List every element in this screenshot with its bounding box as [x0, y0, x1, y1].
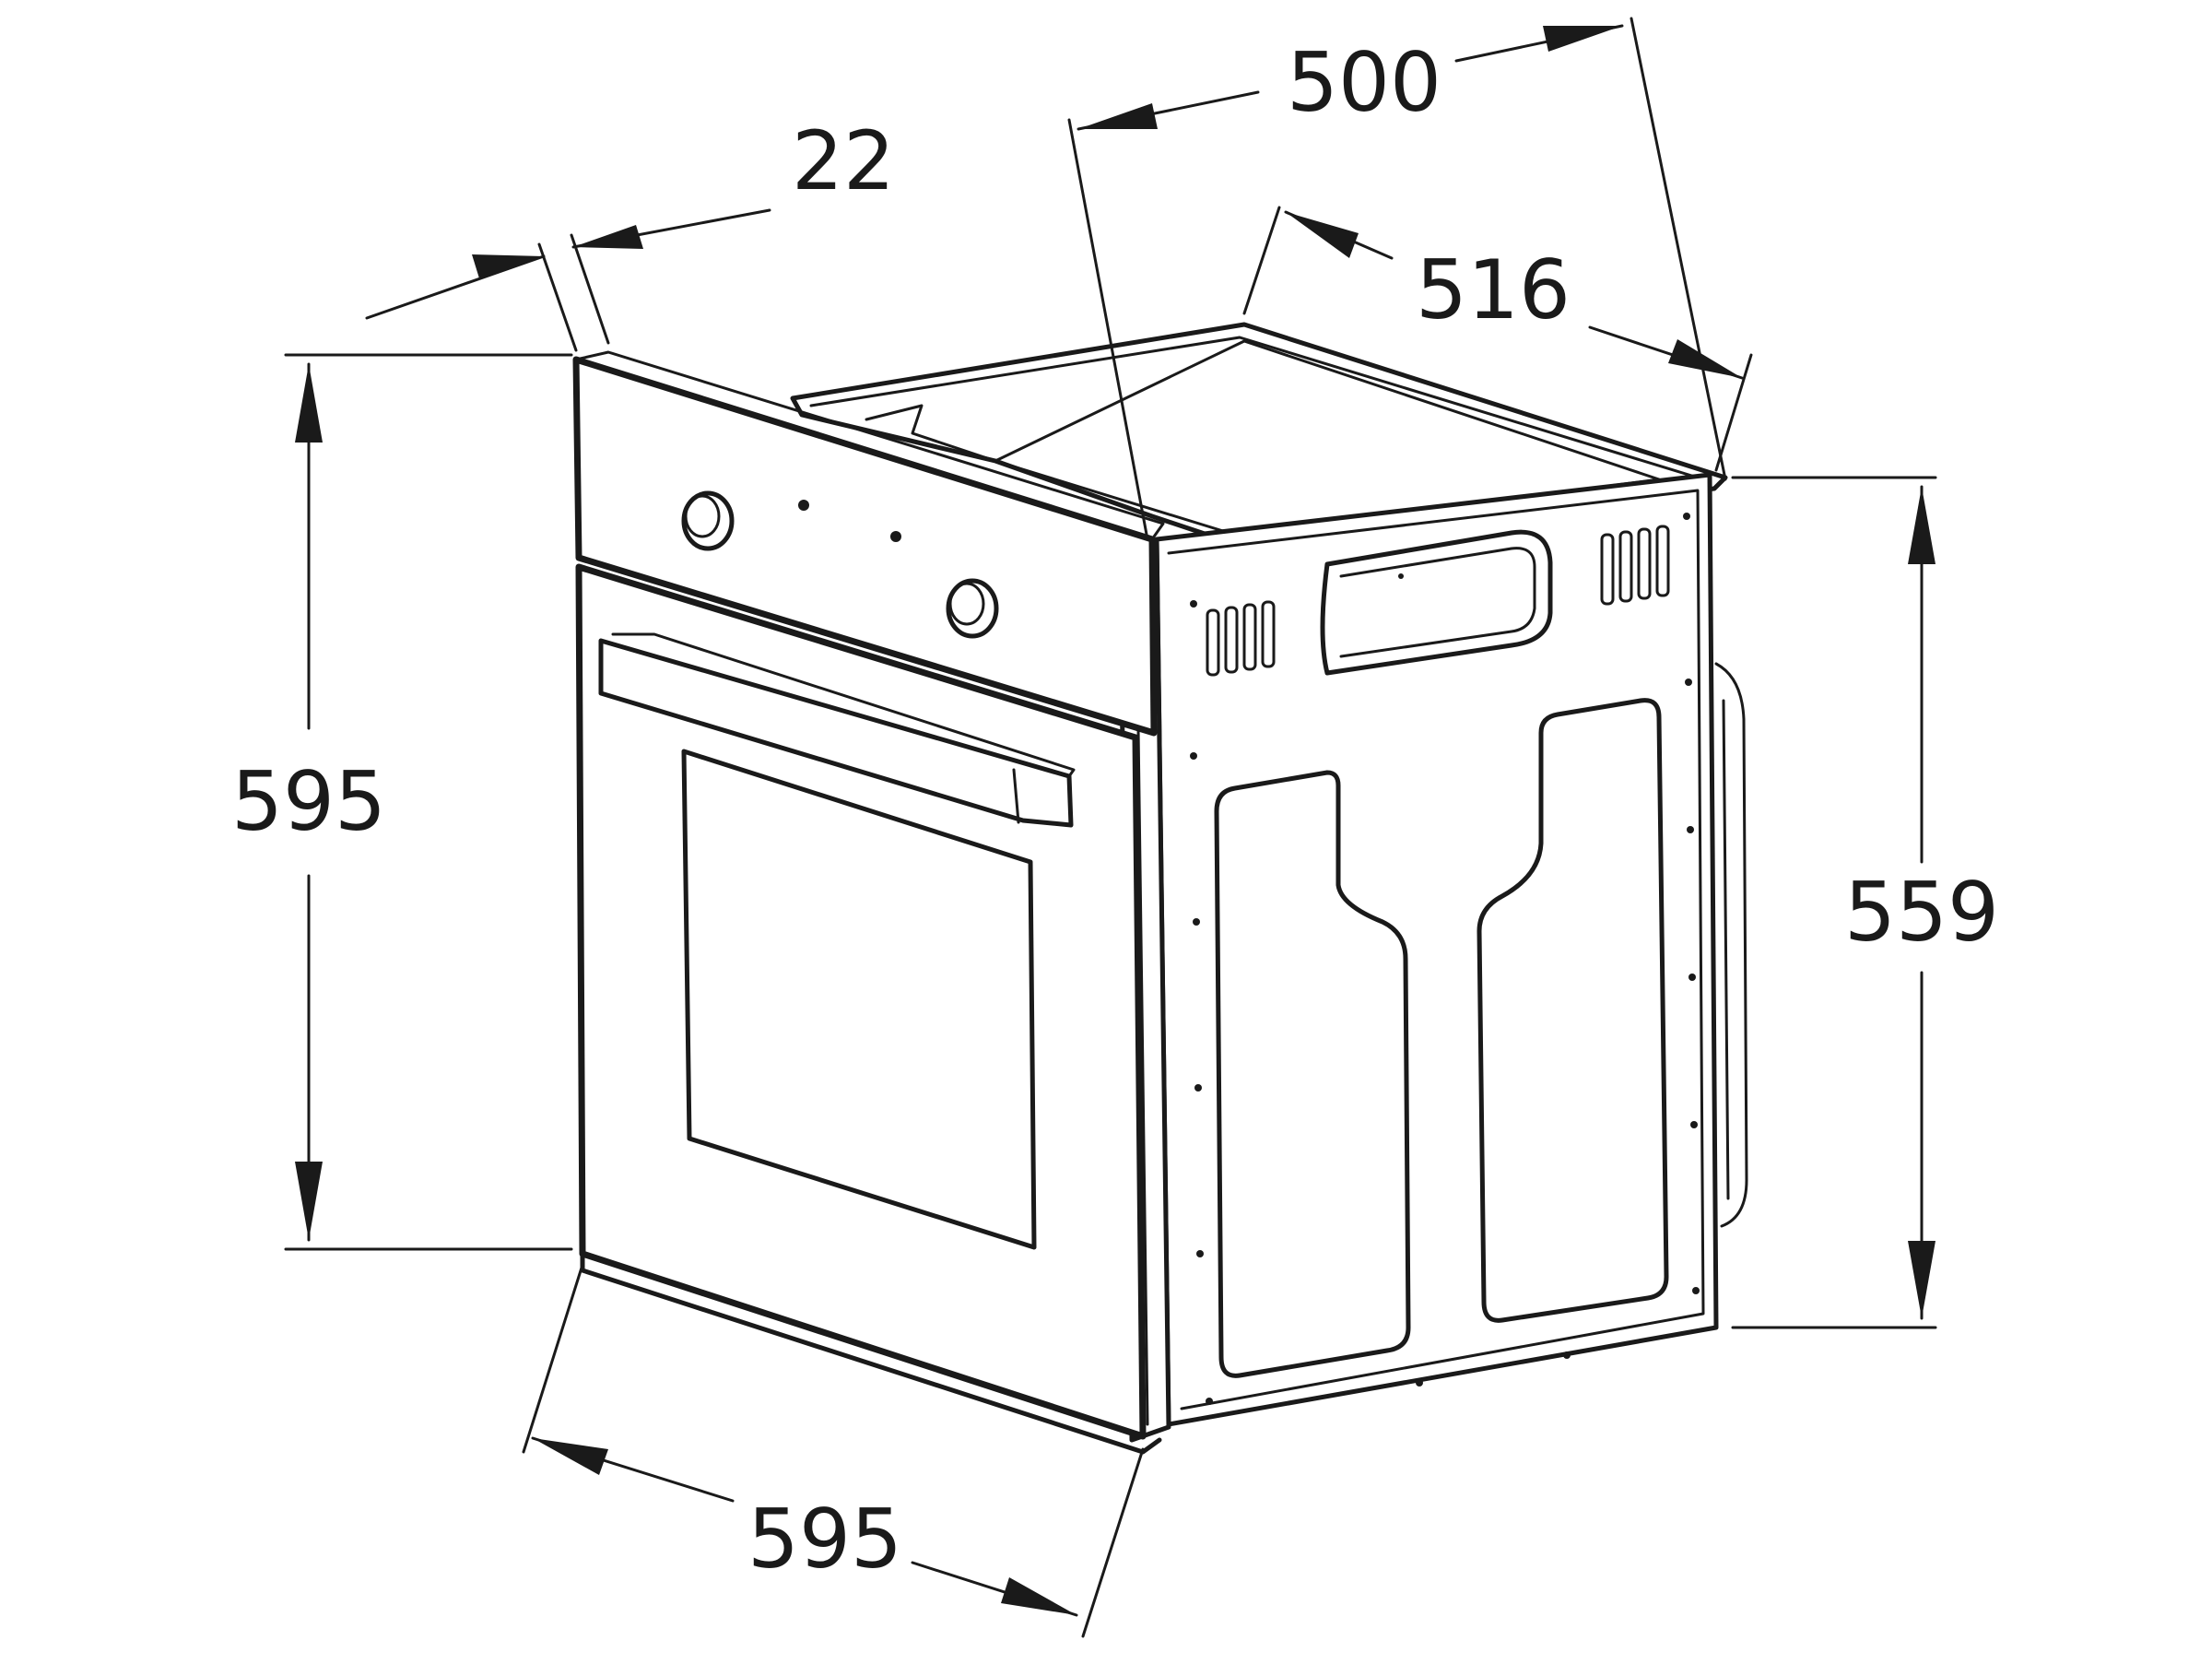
top-inner-rim [809, 336, 1712, 483]
dimension-panel-depth: 22 [365, 113, 895, 352]
indicator-light-1 [798, 500, 809, 511]
dimension-label-body-depth-inner: 516 [1416, 242, 1571, 337]
dimension-body-depth-outer: 500 [1067, 17, 1727, 541]
dimension-front-width: 595 [522, 1263, 1145, 1638]
rear-bumper-inner [1722, 699, 1730, 1200]
control-knob-right [946, 578, 999, 639]
dimension-label-front-height: 595 [231, 754, 386, 849]
rear-bumper [1714, 662, 1748, 1228]
side-vents-left [1206, 600, 1276, 677]
dimension-label-body-depth-outer: 500 [1287, 35, 1441, 130]
dimension-label-front-width: 595 [747, 1492, 902, 1587]
side-vents-right [1600, 525, 1670, 606]
side-screw-dots [1190, 513, 1700, 1405]
dimension-front-height: 595 [231, 353, 573, 1251]
door-handle [598, 638, 1074, 828]
door-handle-top [611, 632, 1076, 778]
indicator-light-2 [890, 531, 901, 542]
side-panel-inner-edge [1167, 489, 1705, 1410]
side-handle-cutout [1320, 529, 1553, 676]
door-window [681, 749, 1037, 1250]
dimension-label-panel-depth: 22 [792, 113, 895, 208]
dimension-body-depth-inner: 516 [1242, 206, 1753, 472]
door-bottom-trim [580, 1251, 1162, 1455]
side-cutout-left [1214, 770, 1411, 1378]
top-left-notch [865, 404, 997, 463]
door-handle-end [1012, 768, 1020, 824]
control-panel-top-lip [574, 350, 1165, 541]
oven-side-panel [1154, 472, 1719, 1427]
control-knob-left [681, 490, 735, 551]
dimension-label-body-height: 559 [1844, 865, 1999, 960]
oven-front [572, 350, 1171, 1455]
oven-body [790, 322, 1748, 1427]
side-handle-inner [1339, 547, 1536, 658]
side-cutout-right [1477, 698, 1669, 1323]
control-panel [572, 356, 1158, 737]
dimension-body-height: 559 [1731, 476, 1999, 1329]
